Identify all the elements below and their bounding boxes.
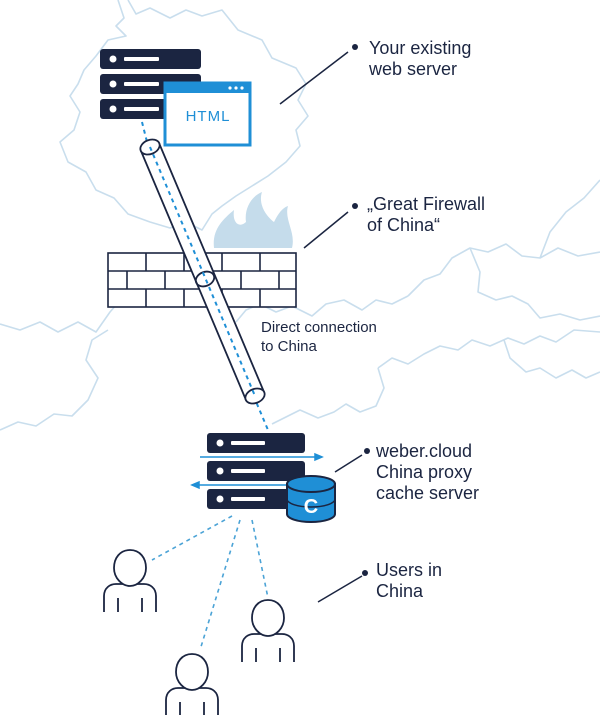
map-background [0,0,600,431]
flame-icon [213,192,293,248]
callout-dots [352,44,370,576]
browser-html-text: HTML [186,108,231,125]
browser-html-icon: HTML [163,81,252,147]
label-web-server: Your existing web server [369,38,472,79]
label-users: Users in China [376,560,443,601]
label-proxy-server: weber.cloud China proxy cache server [376,441,480,503]
label-firewall: „Great Firewall of China“ [367,194,486,235]
label-direct-connection: Direct connection to China [261,319,377,355]
cache-database-icon: C [286,475,336,523]
cache-letter: C [304,496,318,518]
callout-lines [279,51,363,603]
user-icon [165,653,219,715]
proxy-server-icon [190,433,324,509]
user-icon [241,599,295,662]
user-icon [103,549,157,612]
user-connection-lines [151,515,269,651]
tunnel-icon [139,138,266,405]
